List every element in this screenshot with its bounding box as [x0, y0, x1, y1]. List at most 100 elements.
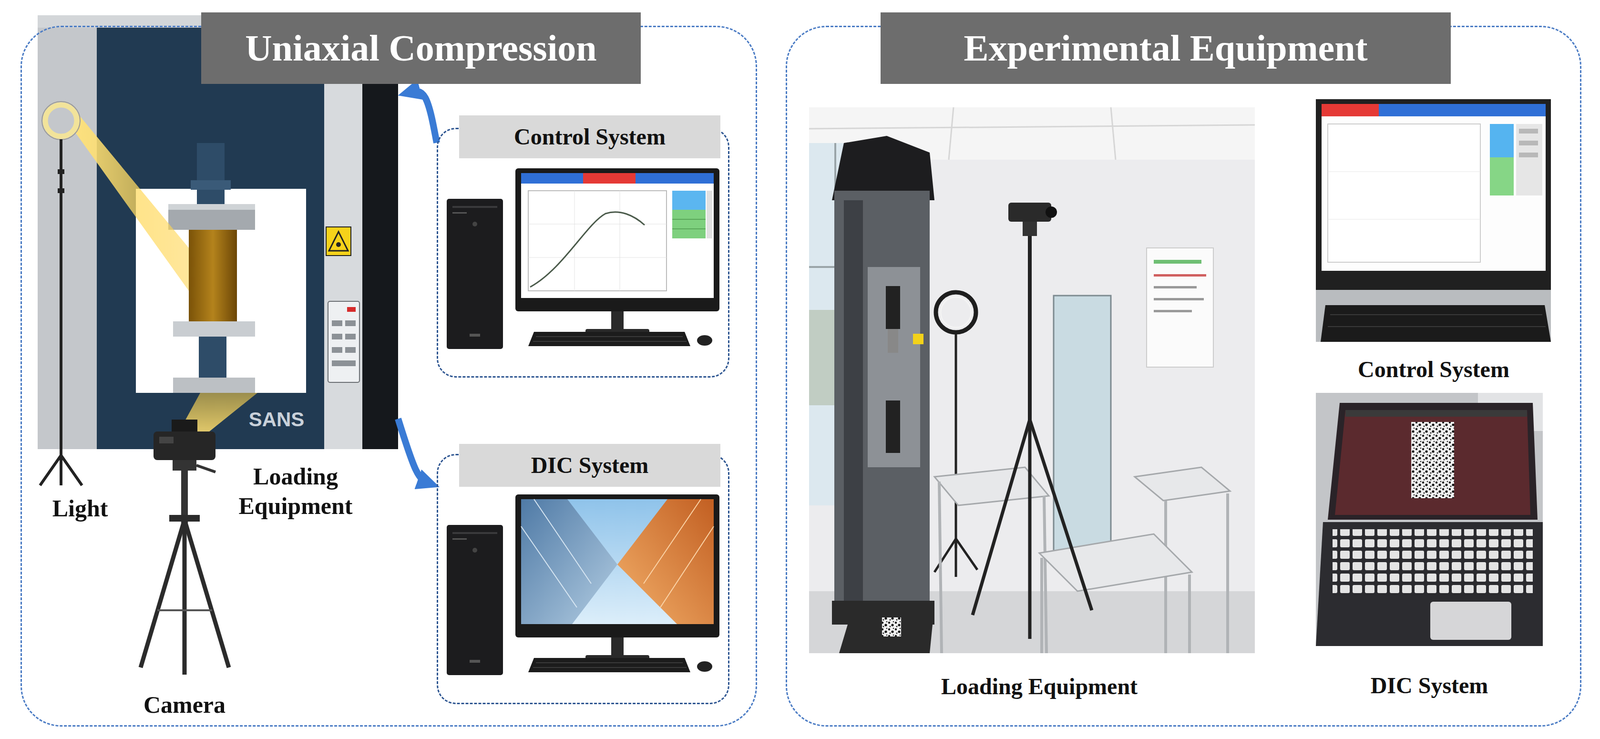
photo-loading-equipment: [1153, 309, 1192, 313]
control-computer: [574, 190, 575, 291]
camera: [153, 431, 216, 461]
control-computer: [515, 168, 720, 312]
panel-title: Uniaxial Compression: [201, 12, 641, 84]
photo-dic-system: [1345, 410, 1528, 417]
photo-control-system: [1459, 103, 1546, 117]
dic-computer: [533, 499, 592, 584]
photo-control-system: [1315, 99, 1551, 290]
ring-light: [59, 455, 63, 486]
photo-loading-equipment: [912, 333, 924, 345]
loading-frame: [198, 336, 227, 378]
system-header: Control System: [459, 115, 721, 159]
keypad: [345, 347, 356, 353]
text-slot: Control System: [459, 115, 721, 159]
keypad: [345, 320, 356, 327]
photo-control-system: [1518, 140, 1539, 146]
text-slot: DIC System: [1370, 671, 1489, 700]
photo-loading-equipment: [955, 538, 978, 570]
control-computer: [530, 212, 645, 288]
camera: [196, 465, 216, 472]
control-computer: [521, 173, 714, 298]
photo-loading-equipment: [1028, 419, 1032, 639]
photo-control-system: [1320, 305, 1551, 342]
control-computer: [528, 331, 691, 347]
dic-computer: [446, 524, 503, 676]
dic-computer: [643, 499, 701, 584]
photo-loading-equipment: [1044, 495, 1047, 654]
keypad: [331, 360, 356, 367]
photo-loading-equipment: [809, 124, 1255, 129]
photo-control-system: [1489, 157, 1514, 196]
control-computer: [469, 333, 481, 337]
control-computer: [535, 336, 683, 338]
text-slot: SANS: [248, 407, 305, 432]
photo-loading-equipment: [954, 333, 958, 549]
specimen: [188, 229, 237, 322]
photo-loading-equipment: [1110, 107, 1116, 160]
loading-frame: [173, 377, 256, 393]
text-slot: Camera: [143, 690, 226, 719]
loading-frame: [168, 204, 256, 230]
warning-sign: [328, 231, 349, 251]
photo-loading-equipment: [1039, 533, 1192, 592]
photo-control-system: [1321, 103, 1379, 117]
ring-light: [40, 455, 62, 486]
camera: [140, 519, 185, 668]
dic-computer: [521, 499, 714, 625]
dic-computer: [521, 499, 618, 625]
dic-computer: [697, 661, 713, 672]
control-computer: [452, 205, 498, 208]
dic-computer: [521, 526, 577, 608]
photo-loading-equipment: [843, 200, 863, 601]
photo-loading-equipment: [1027, 235, 1032, 430]
control-computer: [611, 311, 624, 332]
photo-loading-equipment: [1188, 574, 1191, 654]
photo-loading-equipment: [1153, 286, 1197, 289]
photo-dic-system: [1332, 529, 1533, 596]
photo-dic-system: [1430, 601, 1512, 640]
ring-light: [57, 169, 65, 175]
brand-mark: SANS: [248, 407, 305, 432]
keypad: [331, 347, 343, 353]
equipment-label: Loading Equipment: [219, 461, 372, 522]
photo-control-system: [1518, 128, 1539, 134]
photo-control-system: [1327, 123, 1481, 263]
text-slot: Light: [52, 493, 109, 523]
dic-computer: [446, 494, 720, 676]
control-computer: [472, 221, 478, 227]
ring-light: [61, 455, 83, 486]
control-computer: [452, 212, 467, 214]
photo-loading-equipment: [834, 190, 930, 611]
photo-dic-system: [1315, 392, 1543, 647]
photo-caption: Control System: [1357, 355, 1510, 384]
photo-loading-equipment: [939, 481, 942, 654]
photo-loading-equipment: [887, 328, 899, 353]
photo-loading-equipment: [1153, 259, 1202, 264]
ring-light: [75, 110, 189, 291]
control-computer: [672, 228, 706, 230]
text-slot: DIC System: [459, 443, 721, 487]
dic-computer: [533, 666, 687, 668]
photo-dic-system: [1327, 402, 1538, 520]
photo-loading-equipment: [940, 297, 972, 328]
keypad: [328, 301, 360, 383]
photo-loading-equipment: [1134, 467, 1231, 501]
photo-loading-equipment: [1226, 493, 1230, 654]
photo-control-system: [1321, 103, 1546, 271]
loading-frame: [168, 204, 256, 210]
panel-frame: Control SystemDIC System Loading Equipmen…: [20, 25, 758, 727]
part-label: Camera: [143, 690, 226, 719]
system-header: DIC System: [459, 443, 721, 487]
keypad: [331, 320, 343, 327]
control-computer: [446, 168, 720, 349]
text-slot: Experimental Equipment: [880, 12, 1451, 84]
photo-loading-equipment: [1153, 297, 1204, 301]
control-computer: [635, 173, 714, 184]
text-slot: Loading Equipment: [219, 461, 372, 522]
text-slot: Control System: [1357, 355, 1510, 384]
photo-loading-equipment: [1008, 202, 1052, 222]
photo-loading-equipment: [1146, 247, 1214, 368]
loading-frame: [96, 27, 325, 450]
camera: [157, 609, 213, 612]
camera: [172, 460, 197, 471]
